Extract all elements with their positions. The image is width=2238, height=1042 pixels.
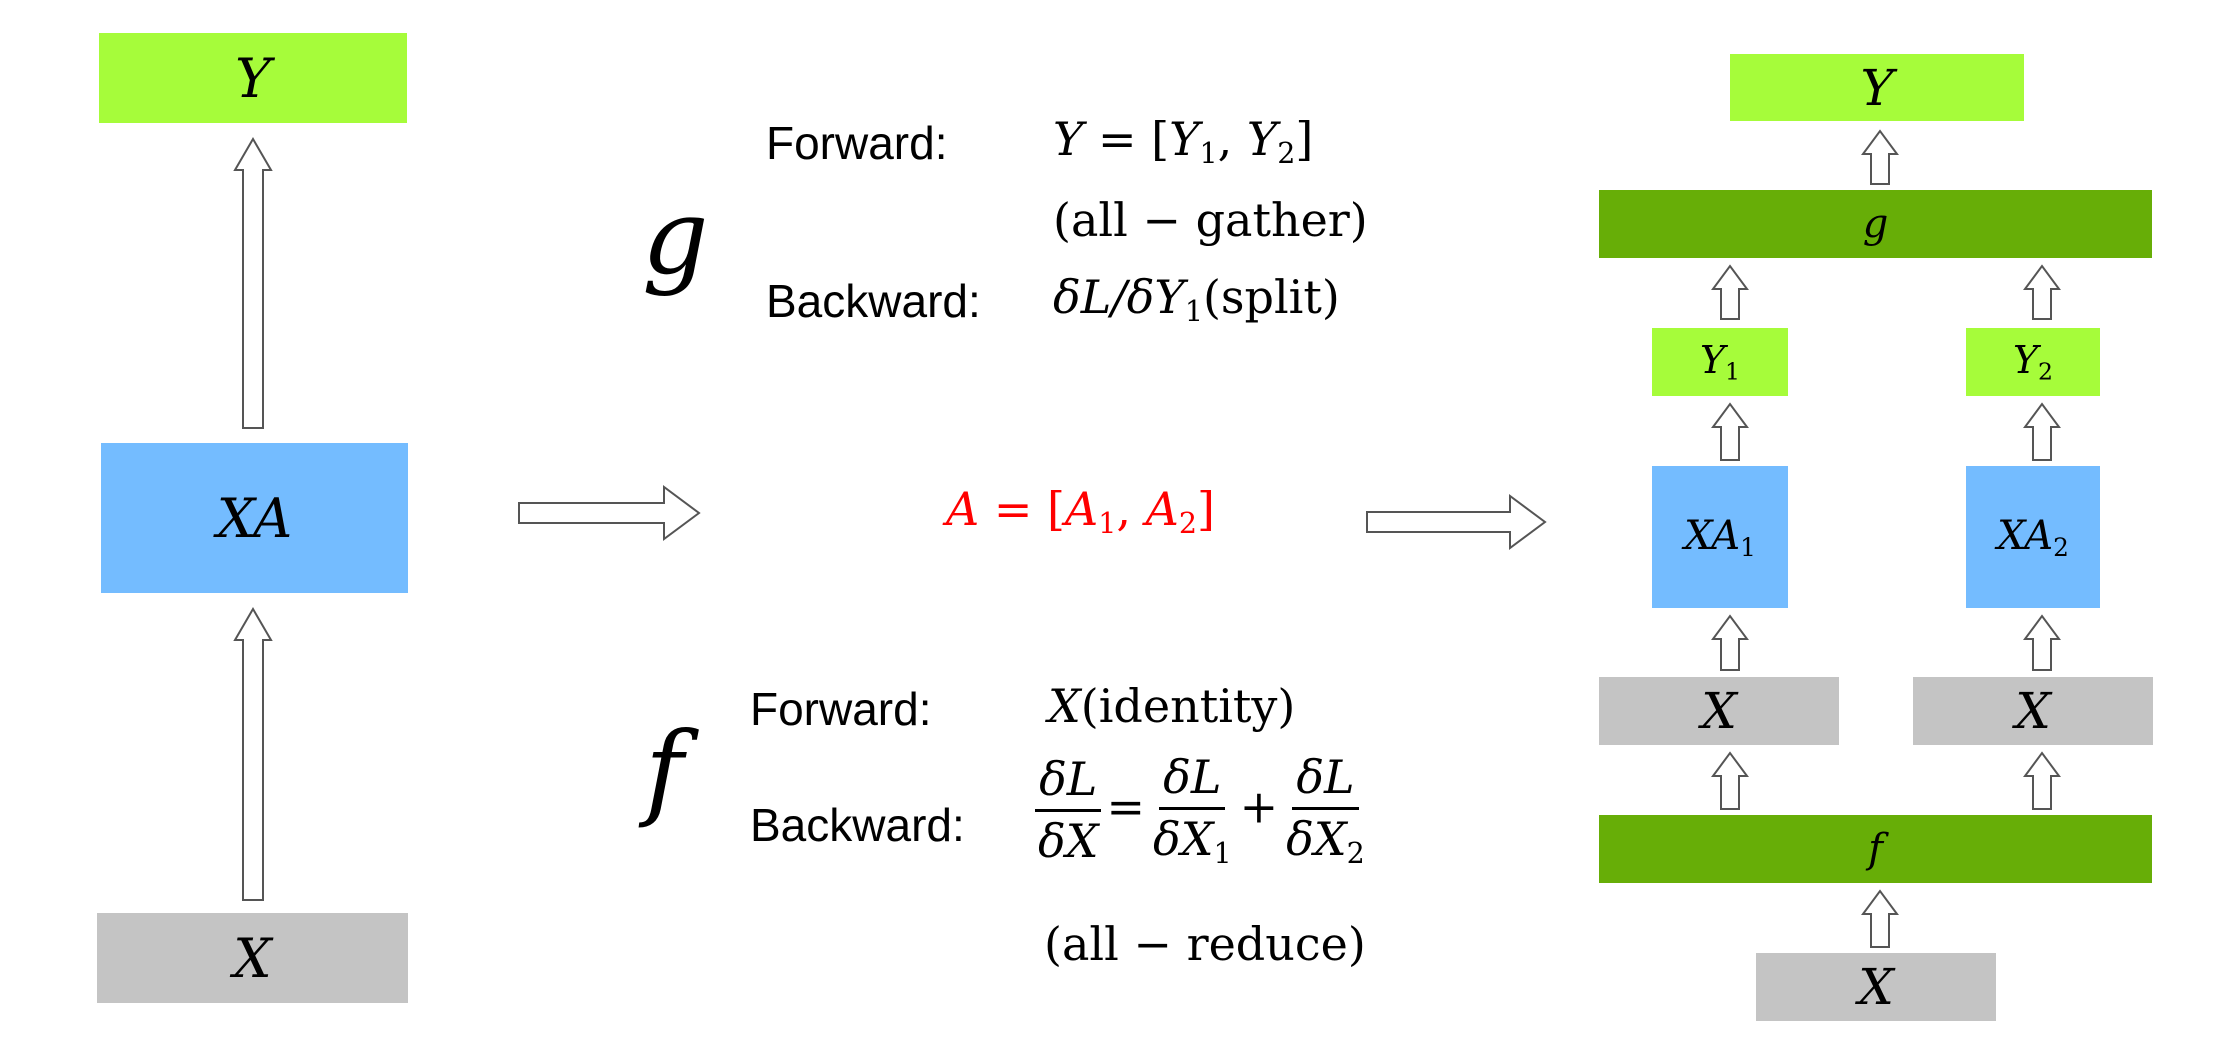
f-forward-label: Forward:	[750, 683, 932, 735]
x-left-label: X	[1701, 682, 1737, 740]
plus-sign: +	[1239, 779, 1279, 834]
g-symbol: g	[642, 176, 709, 298]
up-arrow-y1-to-g	[1711, 264, 1749, 320]
right-arrow-left	[518, 485, 701, 541]
x-right-label: X	[2015, 682, 2051, 740]
left-xa-box: XA	[101, 443, 408, 593]
g-forward-label: Forward:	[766, 117, 948, 169]
g-backward-rhs: (split)	[1202, 270, 1340, 324]
frac-x2: δL δX2	[1286, 750, 1365, 870]
right-x-bottom-box: X	[1756, 953, 1996, 1021]
f-symbol: f	[645, 709, 684, 831]
right-y-label: Y	[1860, 58, 1894, 117]
left-x-box: X	[97, 913, 408, 1003]
up-arrow-y2-to-g	[2023, 264, 2061, 320]
g-forward-expr: Y = [Y1, Y2]	[1053, 112, 1314, 170]
up-arrow-x-to-xa1	[1711, 614, 1749, 671]
xa2-box: XA2	[1966, 466, 2100, 608]
left-y-box: Y	[99, 33, 407, 123]
up-arrow-x-to-f	[1861, 889, 1899, 948]
up-arrow-f-to-x-left	[1711, 751, 1749, 810]
right-x-bottom-label: X	[1858, 958, 1894, 1016]
xa2-label: XA	[1997, 512, 2054, 559]
f-backward-note: (all − reduce)	[1044, 917, 1366, 971]
f-bar: f	[1599, 815, 2152, 883]
g-backward-label: Backward:	[766, 275, 981, 327]
right-arrow-right	[1366, 494, 1547, 550]
f-bar-label: f	[1868, 826, 1883, 872]
up-arrow-x-to-xa2	[2023, 614, 2061, 671]
y1-label: Y	[1699, 338, 1726, 383]
left-xa-label: XA	[216, 486, 293, 550]
g-forward-note: (all − gather)	[1053, 193, 1368, 247]
g-backward-sub: 1	[1184, 294, 1203, 328]
xa1-label: XA	[1684, 512, 1741, 559]
y2-label: Y	[2012, 338, 2039, 383]
right-up-arrow-g	[1861, 129, 1899, 185]
y2-box: Y2	[1966, 328, 2100, 396]
right-y-box: Y	[1730, 54, 2024, 121]
g-bar-label: g	[1862, 201, 1889, 247]
g-backward-expr: δL/δY1(split)	[1053, 270, 1340, 328]
up-arrow-xa2-to-y2	[2023, 402, 2061, 461]
frac-lhs: δL δX	[1034, 754, 1102, 866]
frac-x1: δL δX1	[1153, 750, 1232, 870]
f-forward-expr: X(identity)	[1048, 679, 1295, 733]
left-up-arrow-top	[233, 137, 273, 429]
y1-box: Y1	[1652, 328, 1788, 396]
up-arrow-xa1-to-y1	[1711, 402, 1749, 461]
x-right-box: X	[1913, 677, 2153, 745]
f-forward-note: (identity)	[1080, 679, 1296, 733]
left-up-arrow-bottom	[233, 607, 273, 901]
split-expr: A = [A1, A2]	[946, 482, 1215, 540]
left-x-label: X	[233, 926, 272, 990]
xa1-box: XA1	[1652, 466, 1788, 608]
up-arrow-f-to-x-right	[2023, 751, 2061, 810]
left-y-label: Y	[235, 46, 271, 110]
g-bar: g	[1599, 190, 2152, 258]
x-left-box: X	[1599, 677, 1839, 745]
f-backward-expr: δL δX = δL δX1 + δL δX2	[1030, 752, 1373, 869]
f-backward-label: Backward:	[750, 799, 965, 851]
g-backward-lhs: δL/δY	[1053, 270, 1185, 324]
f-forward-var: X	[1048, 679, 1081, 733]
equals-sign: =	[1106, 779, 1145, 834]
